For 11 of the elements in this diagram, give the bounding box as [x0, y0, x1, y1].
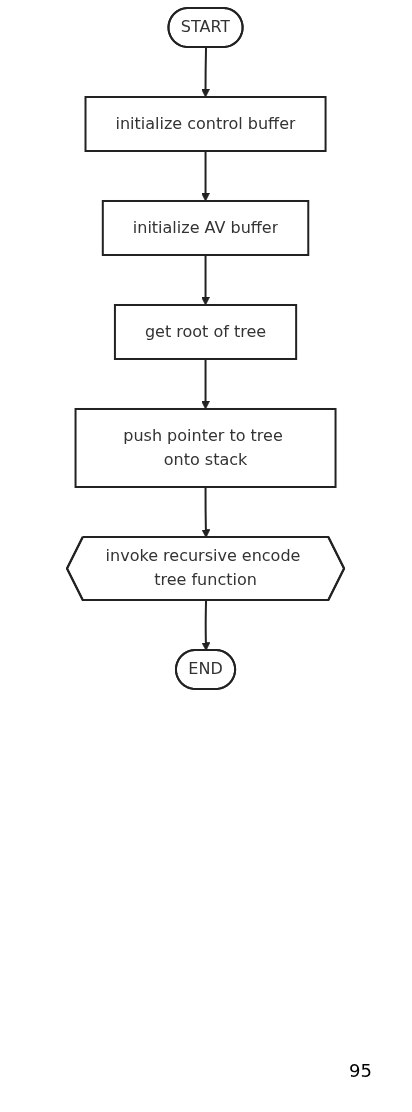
page-number: 95	[348, 1060, 372, 1081]
arrow	[201, 254, 211, 306]
arrow	[201, 599, 211, 651]
node-box: push pointer to tree onto stack	[75, 408, 337, 488]
arrow	[201, 358, 211, 410]
node-box: initialize control buffer	[84, 96, 327, 152]
node-box: get root of tree	[114, 304, 298, 360]
node-box: initialize AV buffer	[102, 200, 310, 256]
arrow	[201, 150, 211, 202]
arrow	[201, 486, 211, 538]
arrow	[201, 46, 211, 98]
